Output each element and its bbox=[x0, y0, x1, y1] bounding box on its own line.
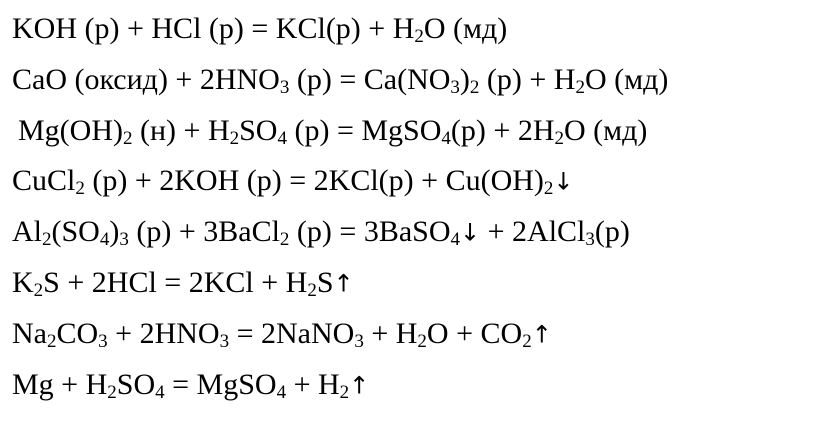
equation-line: K2S + 2HCl = 2KCl + H2S↑ bbox=[12, 265, 354, 302]
equation-line: CaO (оксид) + 2HNO3 (р) = Ca(NO3)2 (р) +… bbox=[12, 62, 668, 98]
equation-text: CaO (оксид) + 2HNO bbox=[12, 63, 280, 96]
equation-text: (SO bbox=[51, 215, 100, 248]
equation-text: + 2HNO bbox=[107, 317, 220, 350]
subscript: 2 bbox=[229, 128, 240, 150]
subscript: 2 bbox=[75, 178, 85, 200]
precipitate-arrow-icon: ↓ bbox=[460, 218, 481, 247]
subscript: 2 bbox=[123, 128, 133, 150]
equation-text: (р) + 2H bbox=[450, 114, 555, 147]
subscript: 2 bbox=[469, 77, 480, 99]
equation-text: (р) = 3BaSO bbox=[289, 215, 451, 248]
subscript: 4 bbox=[99, 229, 110, 251]
equation-text: S bbox=[316, 266, 334, 299]
gas-arrow-icon: ↑ bbox=[349, 371, 370, 400]
equation-text: (р) bbox=[594, 215, 630, 248]
equation-line: Mg + H2SO4 = MgSO4 + H2↑ bbox=[12, 367, 369, 404]
equation-text: (р) + H bbox=[479, 63, 576, 96]
equation-text: ) bbox=[459, 63, 470, 96]
equation-text: (н) + H bbox=[132, 114, 230, 147]
equation-text: SO bbox=[116, 368, 156, 401]
subscript: 2 bbox=[107, 382, 117, 404]
subscript: 4 bbox=[155, 382, 165, 404]
equation-text: + H bbox=[363, 317, 418, 350]
equation-text: CO bbox=[56, 317, 99, 350]
equation-text: ) bbox=[109, 215, 120, 248]
equation-text: Mg + H bbox=[12, 368, 108, 401]
equation-line: Na2CO3 + 2HNO3 = 2NaNO3 + H2O + CO2↑ bbox=[12, 316, 552, 353]
gas-arrow-icon: ↑ bbox=[333, 269, 354, 298]
equation-text: (р) + 2KOH (р) = 2KCl(р) + Cu(OH) bbox=[84, 164, 544, 197]
subscript: 2 bbox=[33, 280, 44, 302]
equation-line: CuCl2 (р) + 2KOH (р) = 2KCl(р) + Cu(OH)2… bbox=[12, 163, 574, 200]
subscript: 4 bbox=[276, 382, 287, 404]
equation-line: KOH (р) + HCl (р) = KCl(р) + H2O (мд) bbox=[12, 11, 507, 47]
subscript: 3 bbox=[219, 331, 230, 353]
equation-text: Mg(OH) bbox=[18, 114, 123, 147]
subscript: 4 bbox=[450, 229, 461, 251]
equation-text: CuCl bbox=[12, 164, 76, 197]
equation-line: Mg(OH)2 (н) + H2SO4 (р) = MgSO4(р) + 2H2… bbox=[18, 113, 647, 149]
subscript: 3 bbox=[450, 77, 460, 99]
equation-text: (р) + 3BaCl bbox=[128, 215, 280, 248]
equation-text: (р) = Ca(NO bbox=[289, 63, 451, 96]
subscript: 3 bbox=[119, 229, 129, 251]
subscript: 3 bbox=[585, 229, 595, 251]
subscript: 2 bbox=[417, 331, 427, 353]
subscript: 2 bbox=[414, 26, 424, 48]
equation-text: K bbox=[12, 266, 34, 299]
subscript: 2 bbox=[522, 331, 532, 353]
equation-text: Na bbox=[12, 317, 47, 350]
equation-text: O (мд) bbox=[584, 63, 669, 96]
equation-line: Al2(SO4)3 (р) + 3BaCl2 (р) = 3BaSO4↓ + 2… bbox=[12, 214, 630, 251]
subscript: 2 bbox=[575, 77, 585, 99]
equation-text: KOH (р) + HCl (р) = KCl(р) + H bbox=[12, 12, 415, 45]
equation-text: Al bbox=[12, 215, 42, 248]
equation-text: O + CO bbox=[426, 317, 523, 350]
subscript: 3 bbox=[354, 331, 364, 353]
subscript: 2 bbox=[46, 331, 57, 353]
equation-text: (р) = MgSO bbox=[286, 114, 442, 147]
subscript: 2 bbox=[339, 382, 350, 404]
equation-text: = MgSO bbox=[164, 368, 277, 401]
equation-text: + H bbox=[286, 368, 340, 401]
equation-text: + 2AlCl bbox=[480, 215, 586, 248]
subscript: 4 bbox=[441, 128, 451, 150]
subscript: 3 bbox=[279, 77, 290, 99]
subscript: 2 bbox=[543, 178, 554, 200]
gas-arrow-icon: ↑ bbox=[531, 320, 552, 349]
equation-text: O (мд) bbox=[564, 114, 648, 147]
subscript: 3 bbox=[98, 331, 108, 353]
subscript: 2 bbox=[42, 229, 52, 251]
equation-text: SO bbox=[239, 114, 278, 147]
equation-text: O (мд) bbox=[423, 12, 508, 45]
subscript: 2 bbox=[307, 280, 317, 302]
subscript: 2 bbox=[554, 128, 565, 150]
equation-text: = 2NaNO bbox=[229, 317, 355, 350]
subscript: 4 bbox=[277, 128, 287, 150]
equation-text: S + 2HCl = 2KCl + H bbox=[43, 266, 308, 299]
precipitate-arrow-icon: ↓ bbox=[553, 167, 574, 196]
subscript: 2 bbox=[279, 229, 290, 251]
